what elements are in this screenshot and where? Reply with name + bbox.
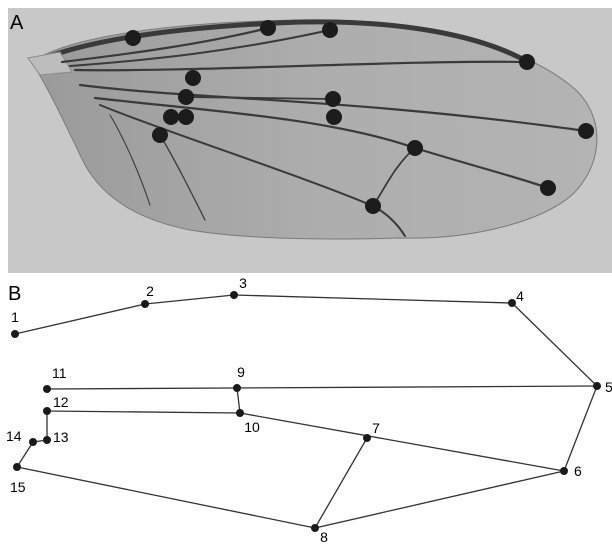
- panel-b-letter: B: [8, 283, 21, 305]
- wing-landmark-dot: [540, 180, 556, 196]
- landmark-dot-15: [13, 463, 21, 471]
- connection-line-11-5: [47, 386, 597, 389]
- connection-line-14-15: [17, 442, 33, 467]
- landmark-dot-12: [43, 407, 51, 415]
- landmark-dot-2: [141, 300, 149, 308]
- connection-line-5-6: [564, 386, 597, 471]
- connection-line-10-6: [240, 413, 564, 471]
- connection-line-1-2: [15, 304, 145, 334]
- landmark-dot-7: [363, 434, 371, 442]
- landmark-dot-3: [230, 291, 238, 299]
- landmark-label-1: 1: [11, 309, 19, 325]
- wing-landmark-dot: [519, 54, 535, 70]
- wing-landmark-dot: [178, 89, 194, 105]
- wing-landmark-dot: [326, 109, 342, 125]
- wing-landmark-dot: [260, 20, 276, 36]
- landmark-label-11: 11: [52, 365, 67, 381]
- landmark-label-8: 8: [320, 529, 328, 545]
- landmark-dot-13: [43, 436, 51, 444]
- panel-a-letter: A: [10, 12, 24, 34]
- landmark-dot-5: [593, 382, 601, 390]
- landmark-label-7: 7: [372, 420, 380, 436]
- landmark-label-13: 13: [53, 429, 69, 445]
- landmark-label-3: 3: [239, 275, 247, 291]
- wing-landmark-dot: [365, 198, 381, 214]
- connection-line-8-6: [315, 471, 564, 528]
- panel-a: A: [8, 8, 612, 273]
- connection-line-4-5: [512, 303, 597, 386]
- wing-landmark-dot: [163, 109, 179, 125]
- landmark-label-9: 9: [237, 364, 245, 380]
- wing-landmark-dot: [578, 123, 594, 139]
- connection-line-8-7: [315, 438, 367, 528]
- landmark-dot-1: [11, 330, 19, 338]
- connection-line-2-3: [145, 295, 234, 304]
- landmark-label-10: 10: [244, 419, 260, 435]
- landmark-dot-10: [236, 409, 244, 417]
- wing-landmark-dot: [322, 22, 338, 38]
- landmark-label-5: 5: [605, 379, 612, 395]
- connection-line-3-4: [234, 295, 512, 303]
- wing-landmark-dot: [185, 70, 201, 86]
- landmark-label-14: 14: [6, 428, 22, 444]
- landmark-label-2: 2: [146, 283, 154, 299]
- connection-line-12-10: [47, 411, 240, 413]
- landmark-label-12: 12: [53, 394, 69, 410]
- landmark-label-6: 6: [574, 463, 582, 479]
- landmark-dot-14: [29, 438, 37, 446]
- wing-landmark-dot: [152, 127, 168, 143]
- wing-landmark-dot: [125, 30, 141, 46]
- landmark-label-4: 4: [516, 288, 524, 304]
- landmark-label-15: 15: [10, 479, 26, 495]
- landmark-dot-4: [508, 299, 516, 307]
- wing-landmark-dot: [407, 140, 423, 156]
- landmark-dot-9: [233, 384, 241, 392]
- landmark-dot-6: [560, 467, 568, 475]
- wing-landmark-dot: [325, 91, 341, 107]
- landmark-dot-11: [43, 385, 51, 393]
- wing-landmark-dot: [178, 109, 194, 125]
- connection-line-15-8: [17, 467, 315, 528]
- landmark-connections: [15, 295, 597, 528]
- landmark-dot-8: [311, 524, 319, 532]
